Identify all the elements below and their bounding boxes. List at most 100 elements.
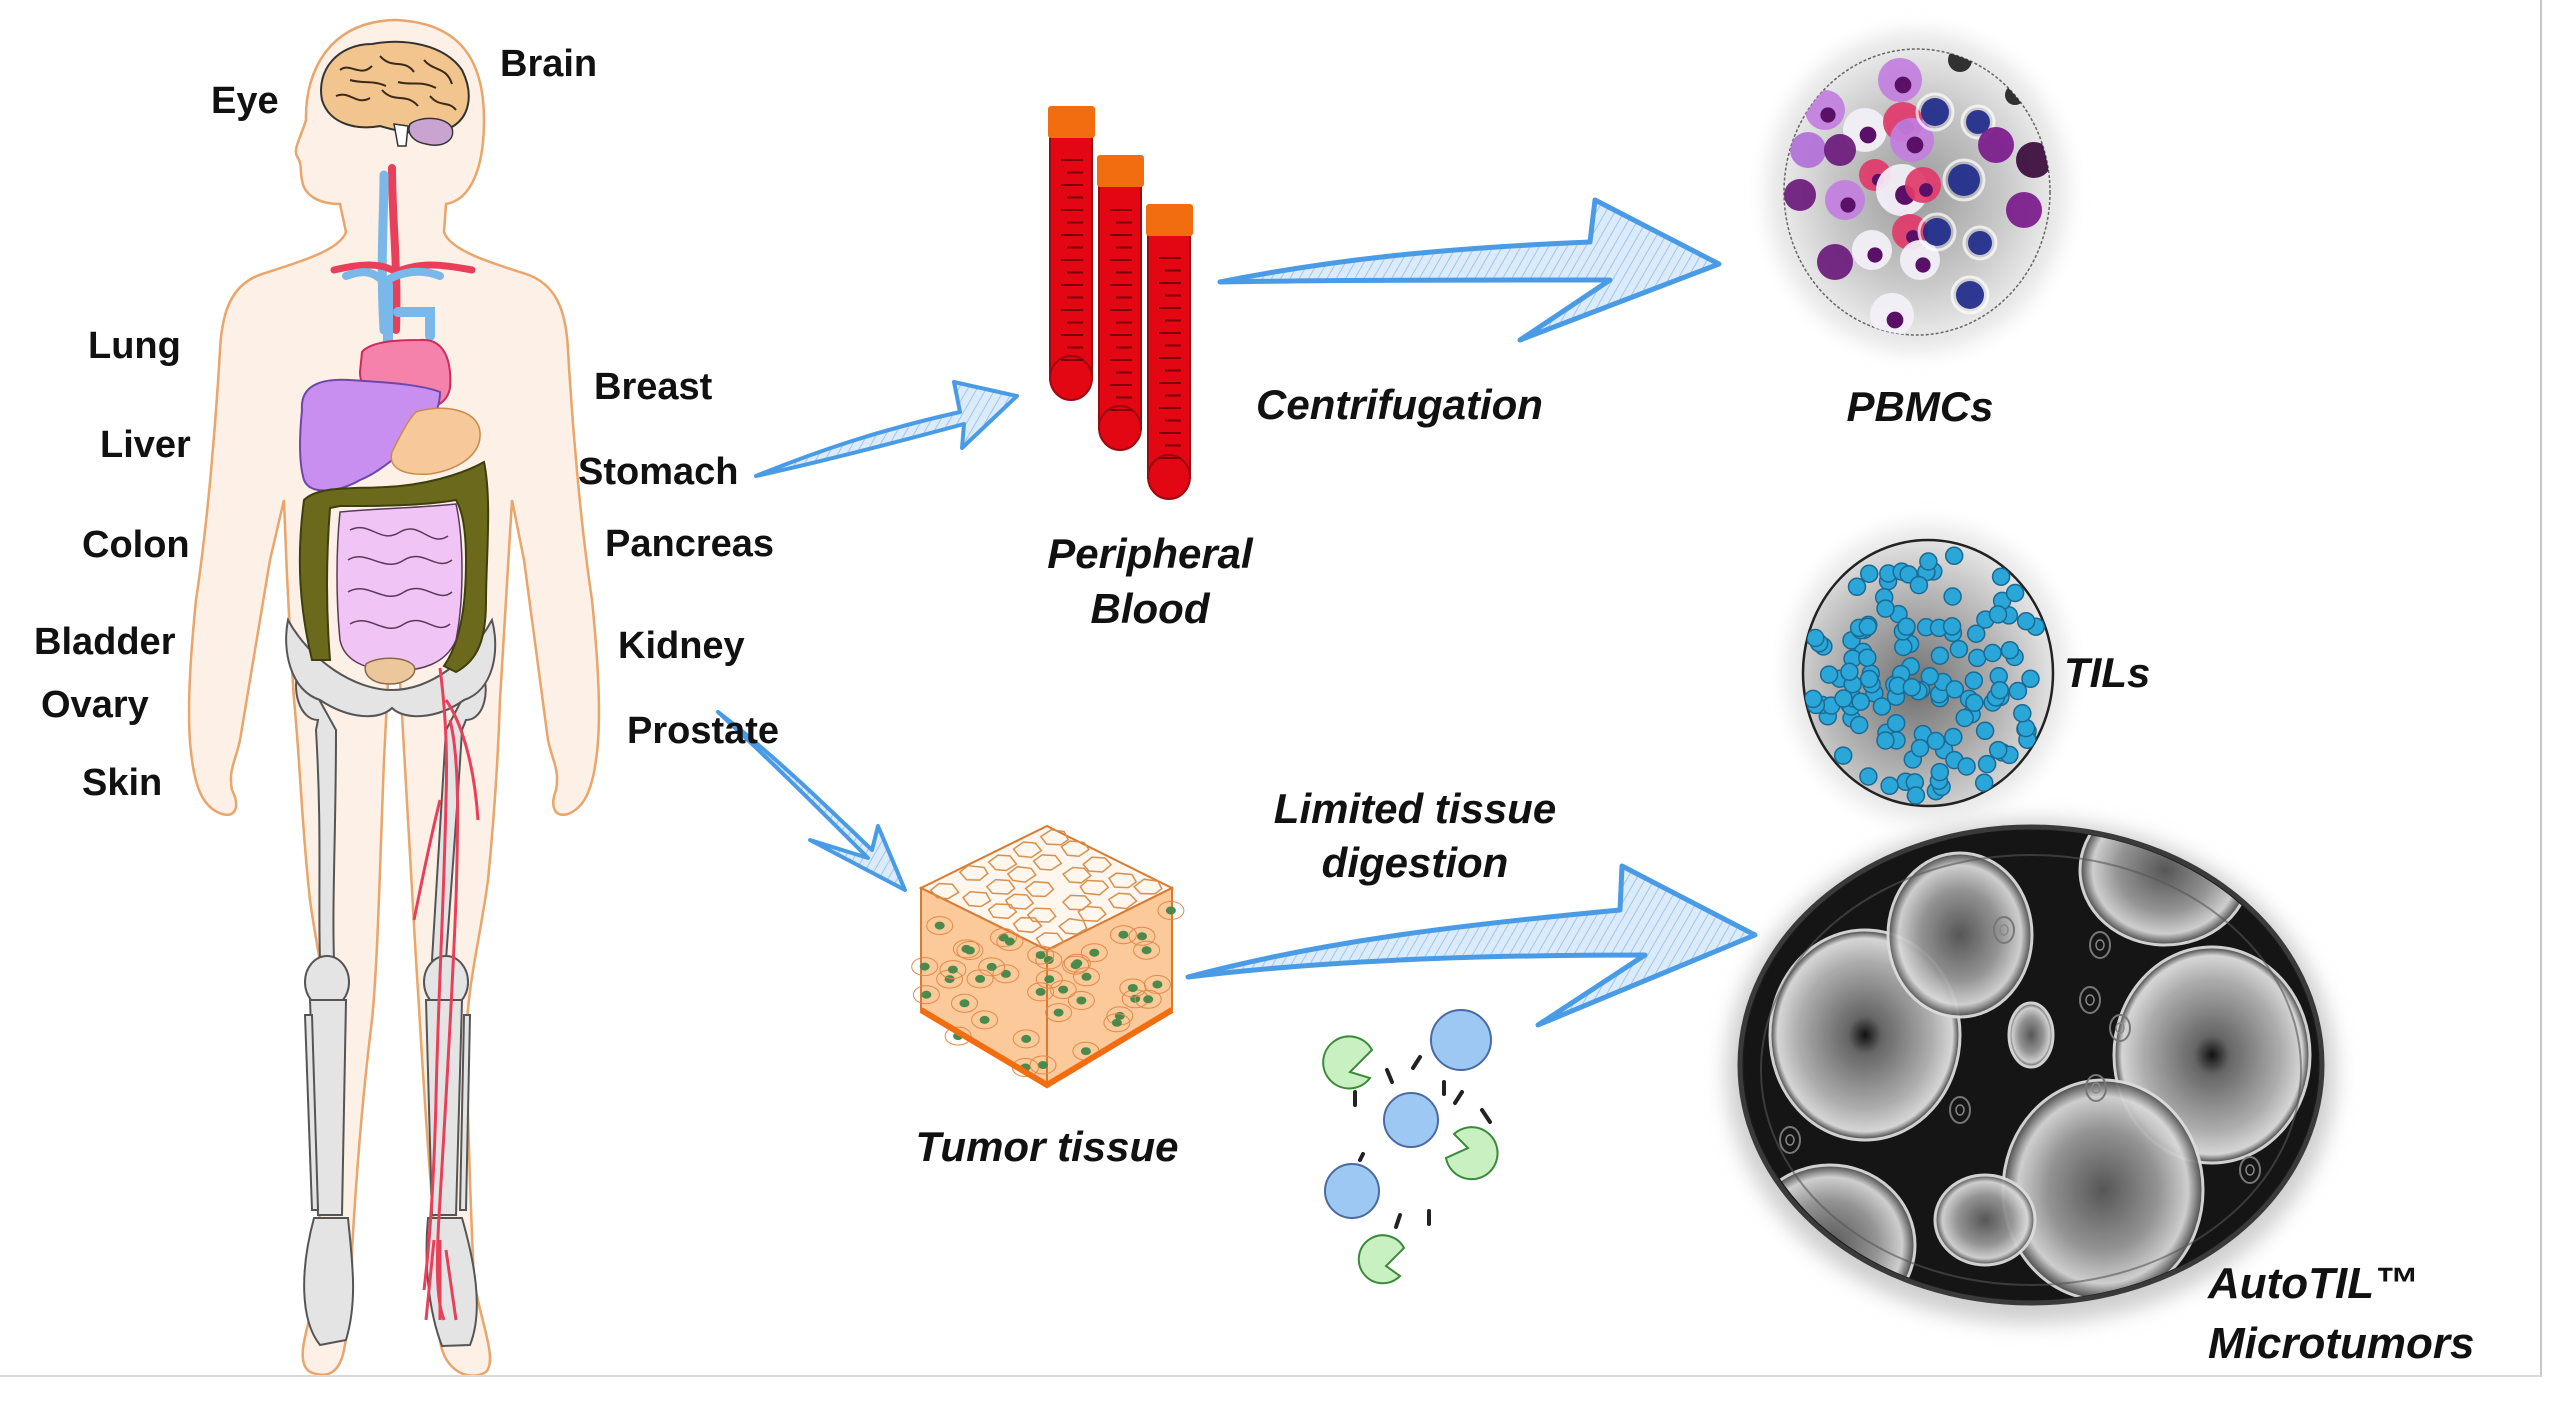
til-cell — [1926, 731, 1946, 751]
tissue-nucleus — [934, 921, 945, 930]
til-cell — [1897, 617, 1916, 636]
body-silhouette — [187, 18, 601, 1377]
microtumor-spheroid — [2078, 830, 2252, 947]
til-cell — [1991, 567, 2011, 586]
til-cell — [1894, 637, 1913, 657]
til-cell — [1886, 713, 1906, 733]
bladder-icon — [364, 657, 416, 685]
blood-cell — [1923, 218, 1951, 246]
blood-cell — [1966, 110, 1990, 134]
til-cell — [1930, 646, 1950, 665]
label-limited-tissue: Limited tissue — [1273, 785, 1557, 832]
til-cell — [1876, 731, 1895, 750]
label-prostate: Prostate — [627, 710, 780, 752]
til-cell — [1944, 546, 1964, 566]
blood-cell — [1921, 98, 1949, 126]
major-vessels — [330, 164, 476, 347]
tissue-nucleus — [1118, 930, 1129, 939]
blood-cell — [1784, 179, 1816, 211]
til-cell — [1906, 786, 1926, 805]
frame-border-bottom — [0, 1375, 2542, 1377]
tissue-nucleus — [1114, 1011, 1125, 1020]
til-cell — [1977, 754, 1997, 774]
til-cell — [1849, 715, 1869, 735]
til-cell — [1902, 678, 1922, 697]
til-cell — [1834, 689, 1853, 708]
blood-cell — [1956, 281, 1984, 309]
tissue-nucleus — [1053, 1008, 1064, 1017]
til-cell — [1944, 727, 1963, 747]
til-cell — [1876, 599, 1895, 618]
blood-cell — [1968, 231, 1992, 255]
tissue-nucleus — [1143, 995, 1154, 1004]
tissue-nucleus — [921, 990, 932, 999]
til-cell — [1858, 648, 1877, 667]
label-tumor-tissue: Tumor tissue — [915, 1123, 1179, 1170]
blood-cell — [1948, 164, 1980, 196]
blood-cell — [1978, 127, 2014, 163]
tissue-nucleus — [1072, 959, 1083, 968]
til-cell — [1942, 617, 1962, 636]
microtumor-spheroid — [2001, 1078, 2205, 1300]
tils-micrograph — [1788, 525, 2068, 821]
label-lung: Lung — [88, 325, 181, 367]
tissue-nucleus — [1043, 956, 1054, 964]
frame-border-right — [2540, 0, 2542, 1377]
tissue-nucleus — [986, 962, 997, 971]
til-cell — [1966, 624, 1986, 643]
human-body-illustration — [187, 18, 601, 1377]
tissue-nucleus — [1137, 932, 1147, 941]
tissue-nucleus — [1076, 996, 1087, 1005]
til-cell — [2005, 583, 2025, 603]
arrow-to-tumor-tissue — [716, 710, 907, 892]
blood-cell — [2006, 192, 2042, 228]
til-cell — [1806, 628, 1825, 648]
til-cell — [2000, 640, 2020, 660]
til-cell — [1859, 564, 1879, 583]
tissue-nucleus — [944, 975, 955, 984]
til-cell — [1975, 721, 1995, 741]
blood-cell — [1824, 134, 1856, 166]
label-pbmcs: PBMCs — [1846, 383, 1994, 430]
tissue-nucleus — [975, 974, 986, 983]
tissue-nucleus — [979, 1015, 990, 1024]
til-cell — [1955, 708, 1974, 728]
label-peripheral: Peripheral — [1047, 530, 1253, 577]
tissue-nucleus — [961, 944, 972, 953]
tissue-nucleus — [1038, 1061, 1048, 1069]
label-autotil: AutoTIL™ — [2208, 1259, 2419, 1308]
stomach-icon — [390, 407, 481, 475]
tumor-tissue-cube-icon — [911, 824, 1185, 1089]
blood-cell — [1790, 132, 1826, 168]
tissue-nucleus — [919, 962, 930, 971]
brain-icon — [320, 40, 470, 147]
til-cell — [1943, 587, 1962, 606]
til-cell — [2021, 669, 2040, 689]
til-cell — [1858, 617, 1878, 637]
pbmc-micrograph — [1767, 32, 2067, 352]
til-cell — [1847, 577, 1867, 597]
tissue-nucleus — [1127, 984, 1138, 992]
tissue-nucleus — [1004, 937, 1015, 946]
blood-tube — [1146, 204, 1193, 500]
til-cell — [1859, 767, 1878, 786]
til-cell — [1840, 662, 1859, 682]
tissue-nucleus — [1152, 980, 1163, 989]
microtumor-dish-micrograph — [1726, 820, 2336, 1324]
tissue-nucleus — [1058, 985, 1069, 994]
label-pancreas: Pancreas — [605, 523, 775, 565]
tissue-nucleus — [1165, 906, 1176, 915]
til-cell — [1930, 762, 1950, 782]
til-cell — [1919, 552, 1938, 571]
til-cell — [1851, 692, 1870, 711]
blood-tube — [1048, 106, 1095, 401]
tissue-nucleus — [1111, 1018, 1122, 1027]
blood-cell — [2016, 142, 2050, 178]
label-breast: Breast — [594, 366, 713, 408]
til-cell — [1957, 757, 1976, 776]
tissue-nucleus — [1000, 969, 1011, 978]
til-cell — [1872, 697, 1892, 716]
label-bladder: Bladder — [34, 621, 176, 663]
label-ovary: Ovary — [41, 684, 149, 726]
